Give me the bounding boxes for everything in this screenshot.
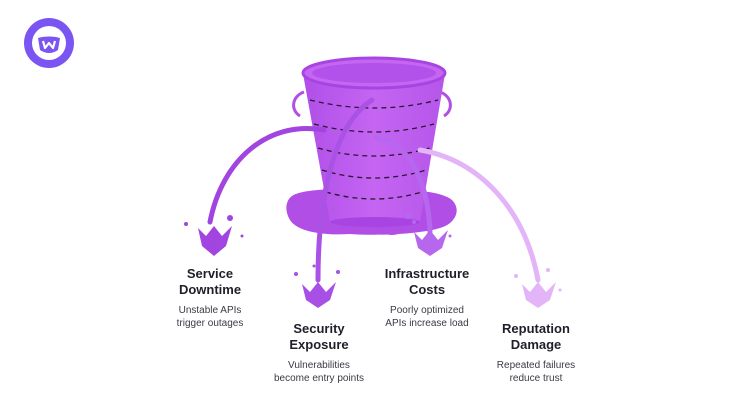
leak-streams [207,97,541,283]
leak-stream-reputation [417,147,541,283]
leak-stream-infra [373,135,433,235]
leak-stream-security [315,97,375,283]
bucket-handles [292,90,452,118]
splash-reputation [514,268,562,308]
splash-infra [405,213,452,256]
splash-downtime [184,215,244,256]
leak-stream-downtime [207,126,327,225]
bucket-icon [301,56,447,227]
splash-security [294,264,340,308]
w-logo-icon [24,18,74,68]
